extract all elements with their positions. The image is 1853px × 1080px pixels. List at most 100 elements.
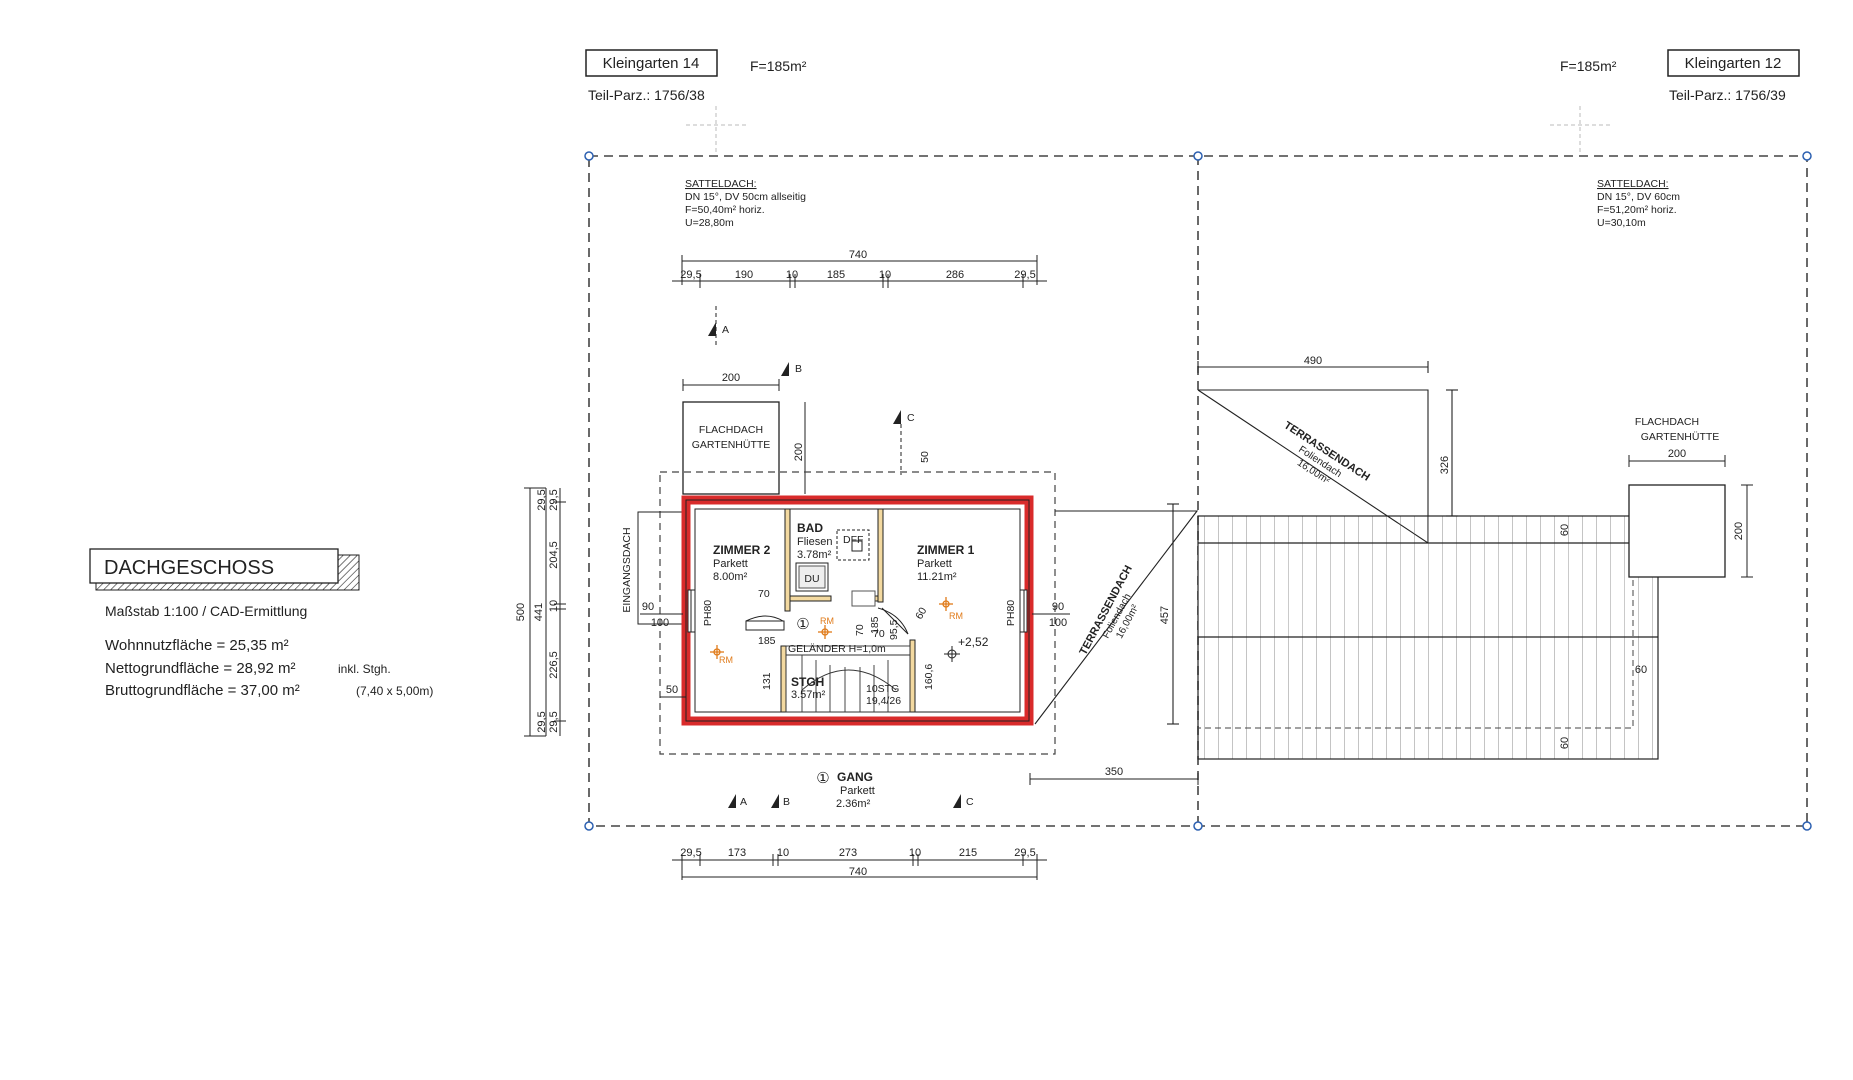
dim-top-5: 10 [879,269,891,281]
terrace-roof-top [1197,361,1458,545]
section-b-label-bottom: B [783,796,790,808]
title-block: DACHGESCHOSS Maßstab 1:100 / CAD-Ermittl… [89,548,433,699]
roof-window-label: DFF [843,534,863,546]
dim-side-50: 50 [666,684,678,696]
dim-bot-1: 29,5 [680,847,701,859]
window-left-label: PH80 [702,600,714,626]
section-mark-b-top: B [781,362,802,376]
roof-overhang-outline [659,471,1056,755]
dim-inner-70a: 70 [758,588,770,600]
dim-window-left-100: 100 [651,617,669,629]
dim-bot-5: 10 [909,847,921,859]
dim-inner-70c: 70 [873,628,885,640]
dim-inner-60: 60 [913,605,929,621]
area-netto: Nettogrundfläche = 28,92 m² [105,660,296,677]
section-b-label-top: B [795,363,802,375]
plot-left-name-box [585,49,718,77]
area-wohn: Wohnnutzfläche = 25,35 m² [105,637,289,654]
room-zimmer2-name: ZIMMER 2 [713,543,771,557]
section-mark-a-top: A [708,306,729,345]
hut-right-label-2: GARTENHÜTTE [1641,431,1720,443]
section-c-label-bottom: C [966,796,974,808]
dim-hut-width: 200 [722,372,740,384]
section-mark-c-bottom: C [953,794,974,808]
terrace-roof-side [1034,503,1199,725]
plot-right-header: Kleingarten 12 F=185m² Teil-Parz.: 1756/… [1560,49,1800,103]
plot-left-parcel: Teil-Parz.: 1756/38 [588,87,705,103]
section-a-label-top: A [722,324,729,336]
dim-bot-4: 273 [839,847,857,859]
dim-inner-160: 160,6 [923,664,935,690]
dim-window-right-90: 90 [1052,601,1064,613]
window-right: PH80 [1005,589,1028,633]
dim-350: 350 [1105,766,1123,778]
dim-top-7: 29,5 [1014,269,1035,281]
hut-left-dims [682,379,806,494]
steps-ratio: 19,4/26 [866,695,901,707]
room-zimmer1-floor: Parkett [917,558,952,570]
room-zimmer1: ZIMMER 1 Parkett 11.21m² [917,543,975,583]
plot-left-name: Kleingarten 14 [603,55,700,72]
dim-left-c2: 29,5 [548,489,560,510]
dim-326: 326 [1439,456,1451,474]
plot-left-area: F=185m² [750,58,807,74]
dim-457: 457 [1159,606,1171,624]
section-mark-c-top: C [893,410,915,475]
hut-right-label-1: FLACHDACH [1635,416,1699,428]
gang-marker-inner: ① [796,616,809,633]
hut-left-label-1: FLACHDACH [699,424,763,436]
dim-top-4: 185 [827,269,845,281]
dim-left-c3: 204,5 [548,541,560,569]
dim-left-c6: 29,5 [536,711,548,732]
bath-fixtures: DU DFF [795,529,876,607]
entrance-roof-label: EINGANGSDACH [621,527,633,612]
plot-right-name-box [1667,49,1800,77]
dim-left-500: 500 [515,603,527,621]
dim-60-b: 60 [1635,664,1647,676]
level-marker: +2,52 [944,635,989,662]
dim-window-right-100: 100 [1049,617,1067,629]
left-vertical-dims [524,487,566,737]
hut-left-label-2: GARTENHÜTTE [692,439,771,451]
dim-hut-right-width: 200 [1668,448,1686,460]
smoke-detector-icons [710,597,953,659]
room-stgh-name: STGH [791,675,824,689]
plot-left-header: Kleingarten 14 F=185m² Teil-Parz.: 1756/… [585,49,807,103]
dim-hut-right-depth: 200 [1733,522,1745,540]
plot-right-parcel: Teil-Parz.: 1756/39 [1669,87,1786,103]
dim-inner-185: 185 [758,635,776,647]
room-gang: ① GANG Parkett 2.36m² [816,770,875,810]
dim-left-441: 441 [533,603,545,621]
room-bad-name: BAD [797,521,823,535]
dim-inner-185b: 185 [869,616,881,634]
terrace-roof-side-label: TERRASSENDACH Foliendach 16,00m² [1077,563,1141,657]
room-bad: BAD Fliesen 3.78m² [797,521,832,561]
dim-60-c: 60 [1559,737,1571,749]
window-left: PH80 [687,589,714,633]
dim-bot-3: 10 [777,847,789,859]
room-gang-number: ① [816,770,829,787]
dim-left-c7: 29,5 [548,711,560,732]
area-netto-note: inkl. Stgh. [338,662,391,676]
roof-note-right: SATTELDACH: DN 15°, DV 60cm F=51,20m² ho… [1597,178,1680,229]
dim-hut-depth: 200 [793,443,805,461]
steps-count: 10STG [866,683,899,695]
dim-bot-2: 173 [728,847,746,859]
area-brutto-note: (7,40 x 5,00m) [356,684,433,698]
area-brutto: Bruttogrundfläche = 37,00 m² [105,682,300,699]
room-zimmer2-floor: Parkett [713,558,748,570]
smoke-detector-zimmer2-label: RM [719,655,733,665]
dim-top-total: 740 [849,249,867,261]
dim-top-3: 10 [786,269,798,281]
dim-inner-131: 131 [761,672,773,690]
floor-scale: Maßstab 1:100 / CAD-Ermittlung [105,603,307,619]
smoke-detector-gang-label: RM [820,616,834,626]
room-zimmer1-name: ZIMMER 1 [917,543,975,557]
dim-top-6: 286 [946,269,964,281]
neighbor-roof [1197,515,1659,760]
window-dims: 90 100 90 100 50 [642,601,1067,696]
section-a-label-bottom: A [740,796,747,808]
garden-hut-right: FLACHDACH GARTENHÜTTE [1628,416,1753,578]
dim-left-c1: 29,5 [536,489,548,510]
